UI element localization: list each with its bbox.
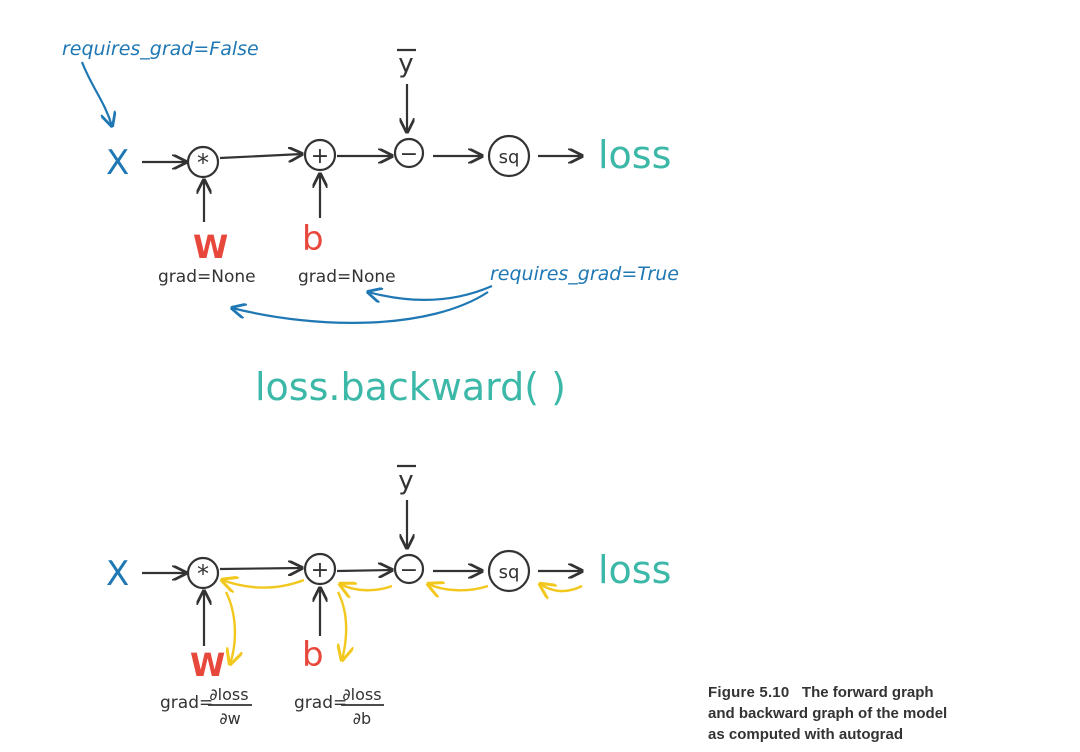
requires-grad-true-label: requires_grad=True: [490, 263, 679, 285]
sq-node-label-2: sq: [499, 562, 520, 583]
add-node-label-2: +: [311, 558, 329, 583]
mul-node: [186, 145, 220, 179]
sq-node: [487, 134, 531, 178]
mul-node-2: [186, 556, 220, 590]
mul-node-label-2: *: [197, 560, 209, 588]
grad-add-to-b-arrow: [338, 591, 346, 660]
grad-mul-to-w-arrow: [224, 591, 235, 664]
grad-sub-to-add-arrow: [340, 584, 393, 590]
sub-node-2: [393, 553, 425, 585]
y-target-label-2: y: [398, 466, 413, 496]
caption-line-2: and backward graph of the model: [708, 705, 948, 722]
w-param-label: W: [193, 228, 228, 266]
mul-node-label: *: [197, 149, 209, 177]
forward-graph: requires_grad=False X * + y − sq loss W …: [62, 38, 679, 324]
add-node-label: +: [311, 144, 329, 169]
x-input-label: X: [106, 143, 129, 183]
loss-backward-label: loss.backward( ): [255, 365, 566, 409]
grad-loss-to-sq-arrow: [540, 584, 583, 591]
b-grad-numerator: ∂loss: [342, 685, 381, 704]
sub-node-label: −: [400, 142, 418, 167]
caption-line-3: as computed with autograd: [708, 726, 904, 743]
sq-node-2: [487, 549, 531, 593]
b-param-label-2: b: [302, 635, 324, 675]
sub-node-label-2: −: [400, 558, 418, 583]
figure-number: Figure 5.10: [708, 684, 790, 701]
mul-to-add-arrow-2: [219, 568, 302, 569]
b-grad-label: grad=None: [298, 267, 396, 287]
add-to-sub-arrow-2: [336, 570, 392, 571]
add-node-2: [303, 552, 337, 586]
w-grad-label: grad=None: [158, 267, 256, 287]
loss-output-label: loss: [598, 133, 671, 177]
loss-output-label-2: loss: [598, 548, 671, 592]
figure-caption: Figure 5.10 The forward graph and backwa…: [708, 682, 1068, 745]
requires-grad-true-to-w-arrow: [232, 291, 489, 324]
b-grad-denominator: ∂b: [353, 709, 371, 728]
backward-graph: X * + y − sq loss W b grad= ∂loss: [106, 464, 671, 728]
grad-sq-to-sub-arrow: [428, 584, 489, 590]
b-param-label: b: [302, 219, 324, 259]
requires-grad-true-to-b-arrow: [368, 284, 493, 300]
sub-node: [393, 137, 425, 169]
mul-to-add-arrow: [219, 154, 302, 158]
sq-node-label: sq: [499, 147, 520, 168]
caption-line-1: Figure 5.10 The forward graph: [708, 682, 1068, 703]
caption-text-1: The forward graph: [801, 684, 934, 701]
requires-grad-false-label: requires_grad=False: [62, 38, 259, 60]
requires-grad-false-arrow: [80, 61, 112, 126]
add-node: [303, 138, 337, 172]
x-input-label-2: X: [106, 554, 129, 594]
grad-add-to-mul-arrow: [222, 580, 305, 588]
w-grad-prefix: grad=: [160, 693, 213, 713]
b-grad-prefix: grad=: [294, 693, 347, 713]
w-param-label-2: W: [190, 646, 225, 684]
y-target-label: y: [398, 49, 413, 79]
w-grad-numerator: ∂loss: [209, 685, 248, 704]
w-grad-denominator: ∂w: [219, 709, 240, 728]
